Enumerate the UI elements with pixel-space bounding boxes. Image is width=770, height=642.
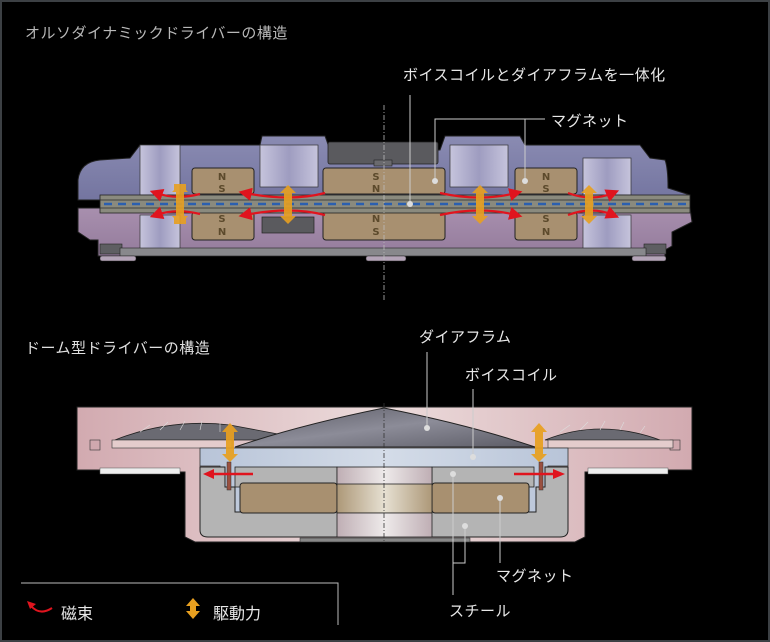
dome-diaphragm <box>234 407 536 448</box>
leader-dot <box>522 178 528 184</box>
dome-surround <box>111 420 674 449</box>
leader-dot <box>407 201 413 207</box>
pole-letter: S <box>542 214 549 225</box>
magnet-top-center <box>322 167 446 195</box>
label-dome-voice-coil: ボイスコイル <box>465 366 558 384</box>
ortho-leaders <box>409 95 545 204</box>
label-ortho-magnet: マグネット <box>551 112 629 130</box>
voice-coil-left <box>226 461 232 491</box>
legend-box <box>21 582 339 625</box>
leader-dot <box>462 523 468 529</box>
dome-leaders <box>426 352 501 595</box>
dome-force-arrows <box>222 423 547 462</box>
dome-flux-arrows <box>203 469 565 479</box>
legend-force-label: 駆動力 <box>213 604 262 623</box>
leader-dot <box>450 471 456 477</box>
label-dome-steel: スチール <box>449 602 512 620</box>
voice-coil-right <box>538 461 544 491</box>
pole-letter: S <box>218 184 225 195</box>
dome-steel <box>199 466 569 538</box>
pole-letter: N <box>372 184 380 195</box>
ortho-title: オルソダイナミックドライバーの構造 <box>25 24 288 42</box>
label-vc-diaphragm: ボイスコイルとダイアフラムを一体化 <box>403 66 666 84</box>
pole-letter: N <box>542 227 550 238</box>
leader-dot <box>497 495 503 501</box>
force-legend-icon <box>186 598 200 619</box>
ortho-diaphragm <box>99 194 691 214</box>
dome-title: ドーム型ドライバーの構造 <box>25 339 211 357</box>
dome-magnet <box>239 482 530 514</box>
flux-legend-icon <box>27 601 53 613</box>
label-dome-magnet: マグネット <box>496 567 574 585</box>
pole-letter: N <box>218 227 226 238</box>
magnet-top-left <box>191 167 255 195</box>
leader-dot <box>424 425 430 431</box>
magnet-top-right <box>514 167 578 195</box>
legend-flux-label: 磁束 <box>61 604 94 623</box>
ortho-force-arrows <box>172 184 597 224</box>
pole-letter: S <box>372 227 379 238</box>
leader-dot <box>470 454 476 460</box>
pole-letter: S <box>372 172 379 183</box>
pole-letter: N <box>542 172 550 183</box>
dome-pole-piece <box>336 466 433 538</box>
ortho-magnets <box>191 167 578 241</box>
label-dome-diaphragm: ダイアフラム <box>419 328 512 346</box>
pole-letter: N <box>372 214 380 225</box>
pole-letter: N <box>218 172 226 183</box>
leader-dot <box>432 178 438 184</box>
pole-letter: S <box>218 214 225 225</box>
pole-letter: S <box>542 184 549 195</box>
